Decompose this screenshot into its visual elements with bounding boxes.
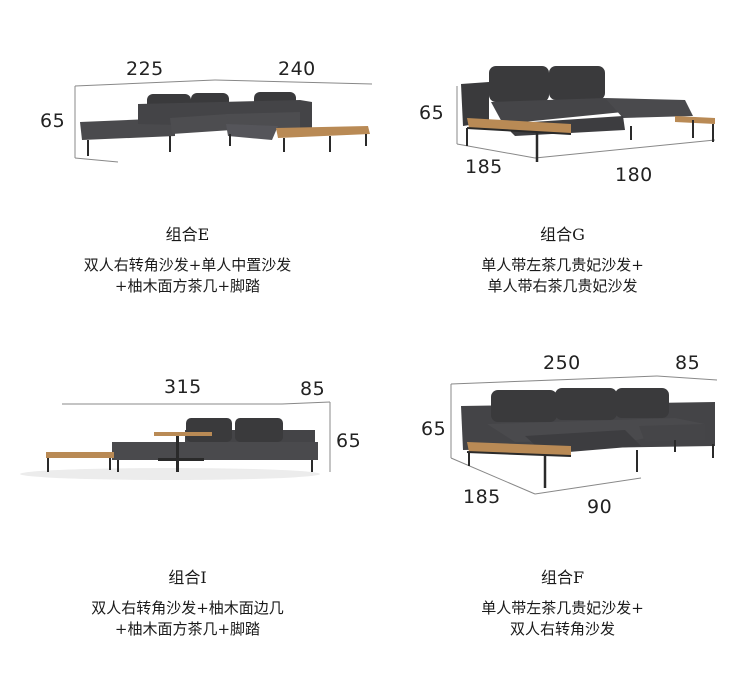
- combo-e-title: 组合E: [165, 225, 210, 244]
- combo-i-card: 315 85 65 组合I 双人右转角沙发+柚木面边几 +柚木面方茶几+脚踏: [0, 346, 375, 692]
- combo-f-dim-depth-right: 85: [675, 352, 701, 374]
- combo-f-dim-depth-left: 185: [463, 486, 501, 508]
- combo-e-dim-height: 65: [40, 110, 66, 132]
- combo-g-description: 单人带左茶几贵妃沙发+ 单人带右茶几贵妃沙发: [375, 255, 750, 297]
- combo-e-dim-width-left: 225: [126, 58, 164, 80]
- combo-i-dim-depth: 85: [300, 378, 326, 400]
- combo-e-desc-line-2: +柚木面方茶几+脚踏: [114, 277, 261, 295]
- combo-i-title: 组合I: [168, 568, 207, 587]
- combo-e-sofa-image: [74, 79, 373, 163]
- combo-e-description: 双人右转角沙发+单人中置沙发 +柚木面方茶几+脚踏: [0, 255, 375, 297]
- combo-f-card: 250 85 65 185 90 组合F 单人带左茶几贵妃沙发+ 双人右转角沙发: [375, 346, 750, 692]
- combo-i-description: 双人右转角沙发+柚木面边几 +柚木面方茶几+脚踏: [0, 598, 375, 640]
- combo-f-description: 单人带左茶几贵妃沙发+ 双人右转角沙发: [375, 598, 750, 640]
- combo-f-sofa-image: [450, 375, 718, 495]
- combo-f-title: 组合F: [540, 568, 585, 587]
- combo-i-sofa-image: [20, 401, 331, 480]
- combo-f-desc-line-1: 单人带左茶几贵妃沙发+: [481, 599, 644, 617]
- combo-i-desc-line-2: +柚木面方茶几+脚踏: [114, 620, 261, 638]
- combo-g-dim-width: 180: [615, 164, 653, 186]
- combo-g-card: 65 185 180 组合G 单人带左茶几贵妃沙发+ 单人带右茶几贵妃沙发: [375, 0, 750, 346]
- combo-f-desc-line-2: 双人右转角沙发: [509, 620, 615, 638]
- combo-g-desc-line-1: 单人带左茶几贵妃沙发+: [481, 256, 644, 274]
- combo-i-dim-width: 315: [164, 376, 202, 398]
- combo-g-dim-height: 65: [419, 102, 445, 124]
- combo-g-sofa-image: [456, 66, 716, 162]
- combo-g-desc-line-2: 单人带右茶几贵妃沙发: [487, 277, 638, 295]
- combo-f-dim-height: 65: [421, 418, 447, 440]
- combo-f-dim-width: 250: [543, 352, 581, 374]
- combo-g-dim-depth: 185: [465, 156, 503, 178]
- combo-f-dim-chaise: 90: [587, 496, 613, 518]
- combo-i-dim-height: 65: [336, 430, 362, 452]
- combo-e-dim-width-right: 240: [278, 58, 316, 80]
- combo-g-title: 组合G: [540, 225, 585, 244]
- combo-e-card: 225 240 65 组合E 双人右转角沙发+单人中置沙发 +柚木面方茶几+脚踏: [0, 0, 375, 346]
- combo-e-desc-line-1: 双人右转角沙发+单人中置沙发: [83, 256, 292, 274]
- combo-i-desc-line-1: 双人右转角沙发+柚木面边几: [91, 599, 284, 617]
